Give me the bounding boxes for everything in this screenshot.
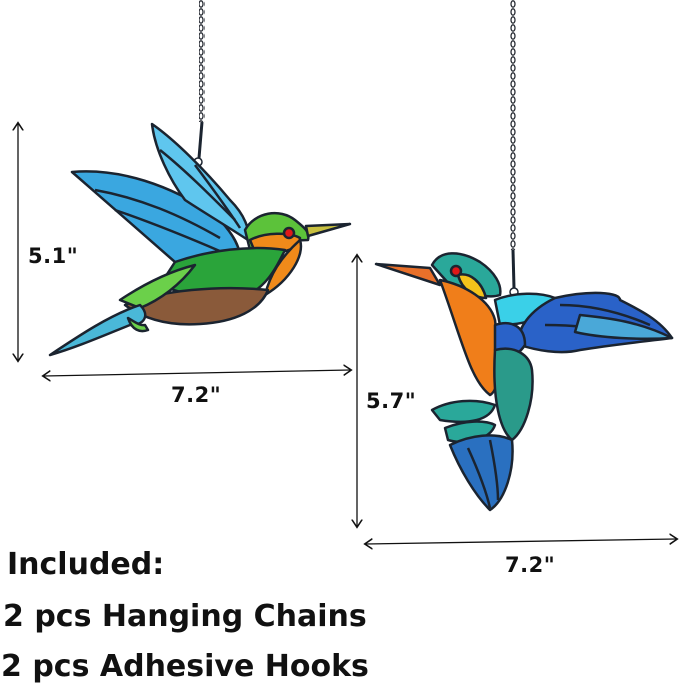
right-hummingbird — [374, 252, 674, 512]
left-bird-height-label: 5.1" — [28, 244, 79, 268]
included-item-hooks: 2 pcs Adhesive Hooks — [1, 649, 369, 684]
left-hummingbird — [48, 122, 352, 357]
right-hanging-chain — [509, 0, 519, 297]
right-bird-width-label: 7.2" — [505, 553, 556, 577]
left-bird-width-label: 7.2" — [171, 383, 222, 407]
included-heading: Included: — [7, 547, 165, 582]
included-item-chains: 2 pcs Hanging Chains — [3, 599, 367, 634]
left-hanging-chain — [193, 0, 205, 167]
right-bird-height-label: 5.7" — [366, 389, 417, 413]
right-width-dimension-arrow — [366, 539, 676, 544]
left-width-dimension-arrow — [44, 370, 350, 376]
